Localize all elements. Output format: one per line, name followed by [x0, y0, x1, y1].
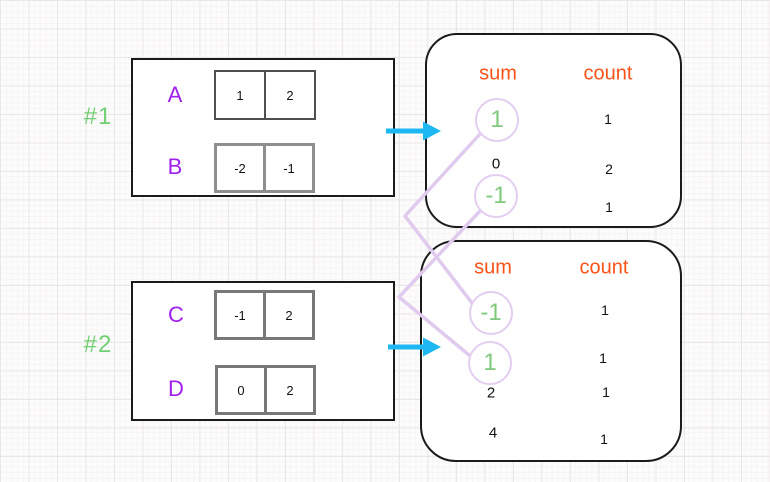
circled-sum: -1 — [474, 174, 518, 218]
count-value: 1 — [604, 111, 612, 127]
array-b-cells: -2 -1 — [214, 143, 315, 193]
sum-value: 1 — [483, 349, 497, 376]
array-cell: 2 — [263, 290, 315, 340]
sum-value: 0 — [491, 155, 501, 173]
circled-sum: 1 — [475, 98, 519, 142]
sum-value: 2 — [486, 384, 496, 402]
group2-sum-header: sum — [474, 256, 512, 279]
group1-label: #1 — [83, 103, 113, 130]
count-value: 1 — [599, 350, 607, 366]
array-d-letter: D — [168, 376, 184, 401]
array-cell: -1 — [263, 143, 315, 193]
group2-array-box: C -1 2 D 0 2 — [131, 281, 395, 421]
count-value: 1 — [601, 302, 609, 318]
circled-sum: -1 — [469, 291, 513, 335]
group2-count-header: count — [579, 256, 629, 279]
array-d-cells: 0 2 — [215, 365, 316, 415]
array-b-letter: B — [167, 154, 183, 179]
array-cell: 0 — [215, 365, 267, 415]
array-c-cells: -1 2 — [214, 290, 315, 340]
array-c-letter: C — [168, 302, 184, 327]
array-cell: -1 — [214, 290, 266, 340]
count-value: 1 — [600, 431, 608, 447]
array-a-letter: A — [167, 82, 183, 107]
group1-result-box: sum count 1 0 2 1 — [425, 33, 682, 228]
group1-count-header: count — [583, 62, 633, 85]
array-a-cells: 1 2 — [214, 70, 316, 120]
group2-result-box: sum count 1 1 2 1 4 1 — [420, 240, 682, 462]
array-cell: -2 — [214, 143, 266, 193]
sum-value: -1 — [485, 182, 507, 209]
group1-array-box: A 1 2 B -2 -1 — [131, 58, 395, 197]
sum-value: 4 — [488, 424, 498, 442]
array-cell: 2 — [264, 70, 316, 120]
count-value: 1 — [605, 199, 613, 215]
array-cell: 2 — [264, 365, 316, 415]
sum-value: -1 — [480, 299, 502, 326]
count-value: 1 — [602, 384, 610, 400]
group1-sum-header: sum — [479, 62, 517, 85]
count-value: 2 — [605, 161, 613, 177]
group2-label: #2 — [83, 331, 113, 358]
circled-sum: 1 — [468, 341, 512, 385]
sum-value: 1 — [490, 106, 504, 133]
array-cell: 1 — [214, 70, 266, 120]
